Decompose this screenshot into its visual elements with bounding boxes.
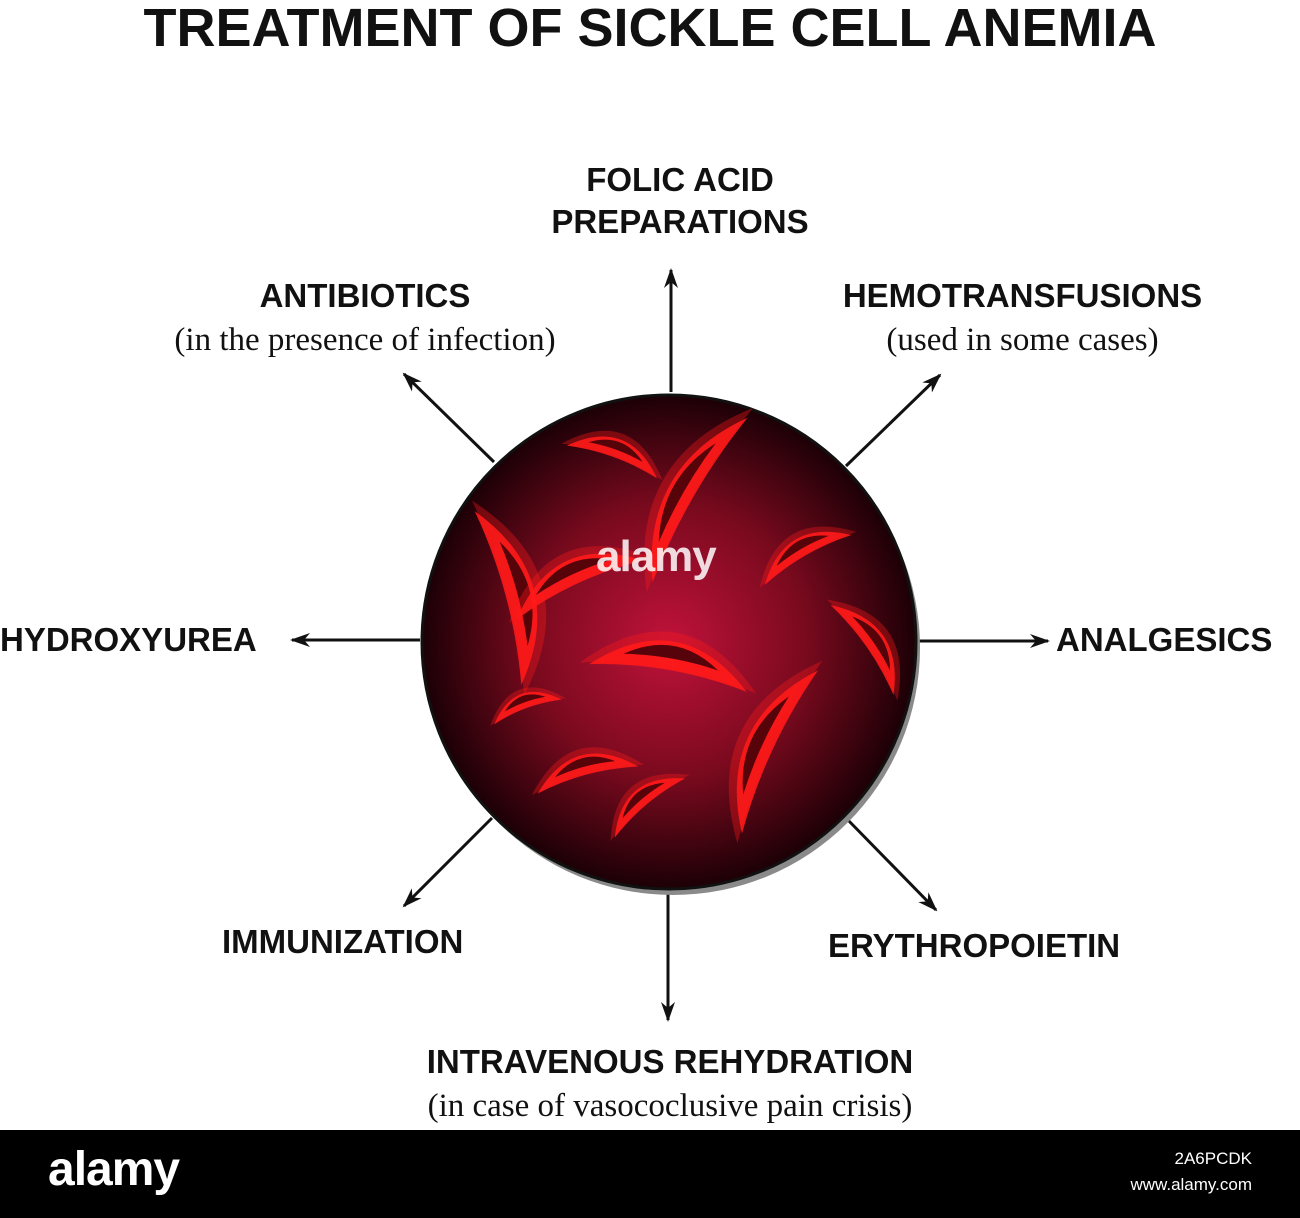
sickle-cell [759,526,857,589]
arrow-up-right [844,373,942,468]
sickle-cell [610,773,690,842]
label-hydroxyurea-heading: HYDROXYUREA [0,621,257,658]
label-antibiotics: ANTIBIOTICS (in the presence of infectio… [140,276,590,360]
label-rehydration-note: (in case of vasococlusive pain crisis) [427,1088,913,1124]
sickle-cell-core [554,756,616,778]
sickle-cell-core [852,616,891,671]
label-analgesics-heading: ANALGESICS [1056,621,1273,658]
sickle-cell-glow [826,599,901,701]
label-rehydration: INTRAVENOUS REHYDRATION (in case of vaso… [360,1042,980,1126]
sickle-cell [644,407,754,593]
label-hemotransfusions-heading: HEMOTRANSFUSIONS [842,277,1203,314]
diagram-title: TREATMENT OF SICKLE CELL ANEMIA [143,0,1157,58]
footer-logo: alamy [48,1143,180,1196]
label-folic-acid: FOLIC ACID PREPARATIONS [520,160,840,242]
sickle-cell-body [537,753,639,794]
label-rehydration-heading: INTRAVENOUS REHYDRATION [426,1043,914,1080]
label-erythropoietin: ERYTHROPOIETIN [828,926,1120,966]
label-hydroxyurea: HYDROXYUREA [0,620,257,660]
arrow-down-left [402,816,494,908]
sickle-cell [826,599,901,701]
label-antibiotics-heading: ANTIBIOTICS [259,277,471,314]
footer-image-info: 2A6PCDK www.alamy.com [1130,1146,1252,1198]
label-analgesics: ANALGESICS [1056,620,1272,660]
sickle-cell [579,631,757,694]
arrow-up-left [402,372,496,464]
label-hemotransfusions: HEMOTRANSFUSIONS (used in some cases) [815,276,1230,360]
sickle-cell-core [504,694,546,712]
sickle-cell [561,430,663,481]
label-erythropoietin-heading: ERYTHROPOIETIN [828,927,1121,964]
sickle-cell-body [494,691,562,725]
label-immunization-heading: IMMUNIZATION [222,923,464,960]
label-folic-line2: PREPARATIONS [551,203,809,240]
sickle-cell-core [622,782,665,819]
diagram: TREATMENT OF SICKLE CELL ANEMIA alamy [0,0,1272,1126]
sickle-cell [471,500,547,696]
sickle-cell-body [566,436,658,479]
sickle-cell [508,546,652,624]
sickle-cells [471,407,901,844]
footer-site: www.alamy.com [1130,1175,1252,1194]
label-antibiotics-note: (in the presence of infection) [174,322,556,358]
label-folic-line1: FOLIC ACID [586,161,774,198]
label-immunization: IMMUNIZATION [222,922,463,962]
arrow-down-right [844,816,938,912]
sickle-cell [490,687,566,726]
sickle-cell-body [474,511,538,685]
sickle-cell-core [499,541,533,646]
diagram-graphic [290,268,1050,1022]
sickle-cell-core [536,558,613,596]
footer-image-id: 2A6PCDK [1174,1149,1252,1168]
sickle-cell-core [776,535,829,566]
sickle-cell-core [623,644,719,671]
label-hemotransfusions-note: (used in some cases) [886,322,1159,358]
footer-bar: alamy 2A6PCDK www.alamy.com [0,1130,1300,1218]
sickle-cell-glow [759,526,857,589]
watermark-logo: alamy [596,532,717,581]
sickle-cell-glow [610,773,690,842]
sickle-cell-core [588,439,643,462]
sickle-cell [728,660,823,844]
sickle-cell [531,747,645,796]
sickle-cell-core [742,696,789,795]
